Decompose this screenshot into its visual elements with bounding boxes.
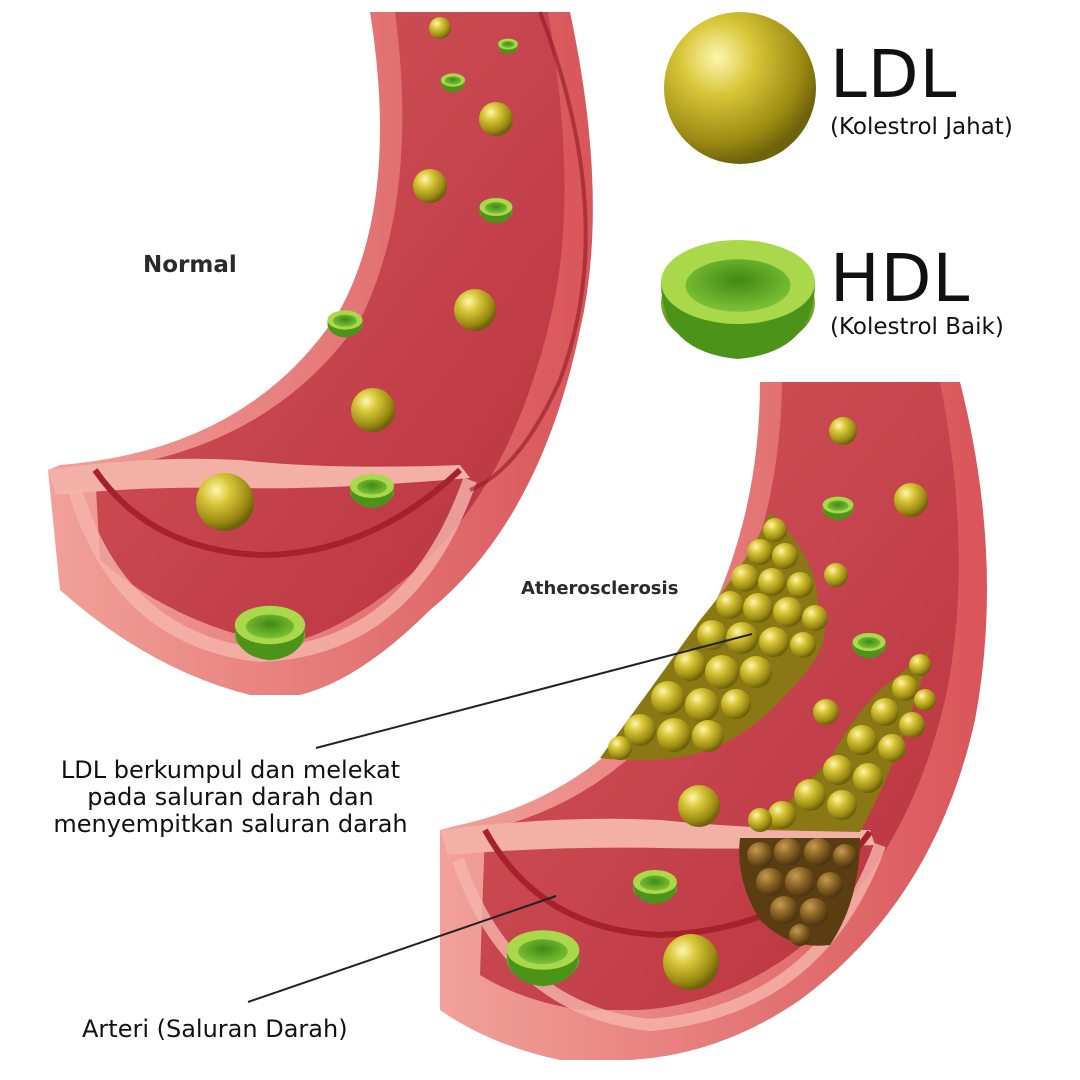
hdl-legend-icon [661, 240, 815, 359]
plaque-deposit-right [748, 650, 936, 832]
hdl-description: (Kolestrol Baik) [830, 314, 1004, 340]
normal-ldl-particles [196, 17, 513, 531]
plaque-callout-line-3: menyempitkan saluran darah [53, 810, 408, 838]
plaque-leader-line [315, 633, 753, 749]
hdl-title: HDL [830, 240, 971, 317]
plaque-callout: LDL berkumpul dan melekat pada saluran d… [28, 757, 433, 838]
atherosclerosis-artery [440, 382, 987, 1060]
normal-artery [48, 11, 593, 695]
artery-callout: Arteri (Saluran Darah) [82, 1015, 348, 1043]
atherosclerosis-panel-label: Atherosclerosis [521, 578, 679, 599]
plaque-callout-line-1: LDL berkumpul dan melekat [60, 756, 401, 784]
plaque-callout-line-2: pada saluran darah dan [87, 783, 374, 811]
plaque-core-dark [739, 838, 860, 946]
normal-panel-label: Normal [143, 252, 237, 278]
atherosclerosis-ldl-particles [663, 417, 928, 990]
ldl-description: (Kolestrol Jahat) [830, 114, 1013, 140]
ldl-title: LDL [830, 36, 958, 113]
ldl-legend-icon [664, 12, 816, 164]
plaque-deposit-left [600, 512, 828, 760]
artery-leader-line [247, 895, 557, 1003]
